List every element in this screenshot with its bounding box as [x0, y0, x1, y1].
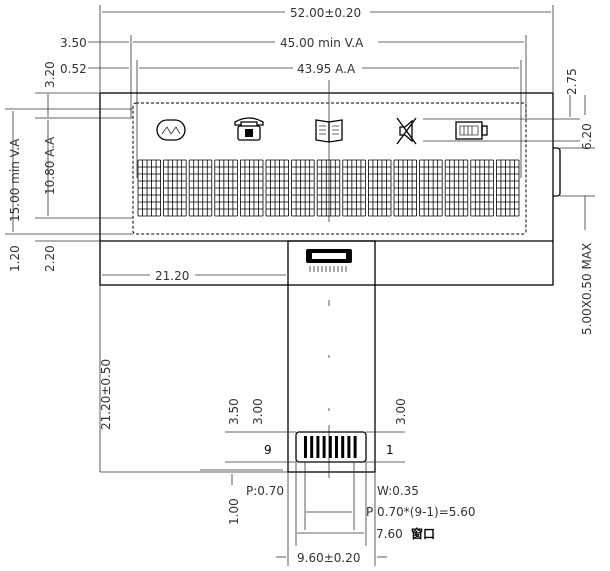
overall-width-label: 52.00±0.20 [290, 6, 361, 20]
pitch-total-label: P 0.70*(9-1)=5.60 [366, 505, 476, 519]
character-cell [419, 159, 443, 217]
right-dimensions: 2.75 6.20 5.00X0.50 MAX [423, 68, 595, 335]
contact-pad [341, 436, 345, 458]
character-cell [214, 159, 238, 217]
character-grid [137, 159, 520, 217]
contact-pad [310, 436, 314, 458]
bump-size-label: 5.00X0.50 MAX [580, 243, 594, 335]
aa-height-label: 10.80 A.A [43, 136, 57, 195]
mute-speaker-icon [396, 117, 417, 145]
aa-width-label: 43.95 A.A [297, 62, 356, 76]
va-offset-label: 3.50 [60, 36, 87, 50]
contact-pad [322, 436, 326, 458]
extension-lines [99, 5, 554, 178]
character-cell [291, 159, 315, 217]
character-cell [470, 159, 494, 217]
book-icon [315, 119, 343, 143]
pad-width-label: W:0.35 [377, 484, 419, 498]
pad-offset-left-label: 3.50 [227, 398, 241, 425]
character-cell [188, 159, 213, 217]
character-cell [444, 159, 469, 217]
fpc-tail: 9 1 [264, 240, 394, 478]
character-cell [316, 159, 341, 217]
bottom-margin-va-label: 1.20 [8, 245, 22, 272]
contact-pads [295, 431, 367, 463]
icon-height-label: 6.20 [580, 123, 594, 150]
pin-1-label: 1 [386, 443, 394, 457]
fpc-offset-label: 21.20 [155, 269, 189, 283]
contact-pad [335, 436, 338, 458]
pin-9-label: 9 [264, 443, 272, 457]
pad-bottom-label: 1.00 [227, 498, 241, 525]
window-label: 窗口 [411, 526, 435, 541]
pad-dimensions: 3.50 3.00 3.00 1.00 P:0.70 W:0.35 P 0.70… [200, 398, 476, 566]
top-dimensions: 52.00±0.20 3.50 45.00 min V.A 0.52 43.95… [60, 6, 551, 76]
character-cell [163, 159, 187, 217]
viewing-area [132, 102, 527, 235]
telephone-icon [234, 117, 264, 141]
contact-pad [304, 436, 307, 458]
character-cell [342, 159, 366, 217]
window-width-label: 7.60 [376, 527, 403, 541]
bluetooth-icon [156, 119, 186, 141]
pitch-label: P:0.70 [246, 484, 284, 498]
lcd-module [99, 80, 561, 286]
pad-height-left-label: 3.00 [251, 398, 265, 425]
va-width-label: 45.00 min V.A [280, 36, 364, 50]
fpc-width-label: 9.60±0.20 [297, 551, 361, 565]
aa-offset-label: 0.52 [60, 62, 87, 76]
contact-pad [316, 436, 320, 458]
va-height-label: 15.00 min V.A [8, 138, 22, 222]
battery-icon [455, 121, 488, 140]
contact-pad [347, 436, 351, 458]
contact-pad [328, 436, 332, 458]
fpc-connector-icon [306, 249, 352, 272]
fpc-length-label: 21.20±0.50 [99, 359, 113, 430]
character-cell [393, 159, 417, 217]
character-cell [137, 159, 161, 217]
left-dimensions: 3.20 10.80 A.A 15.00 min V.A 1.20 2.20 2… [5, 61, 288, 473]
icon-offset-label: 2.75 [565, 68, 579, 95]
character-cell [265, 159, 289, 217]
contact-pad [353, 436, 357, 458]
bottom-margin-aa-label: 2.20 [43, 245, 57, 272]
aa-offset-y-label: 3.20 [43, 61, 57, 88]
pad-height-right-label: 3.00 [394, 398, 408, 425]
character-cell [240, 159, 264, 217]
character-cell [368, 159, 392, 217]
character-cell [496, 159, 520, 217]
